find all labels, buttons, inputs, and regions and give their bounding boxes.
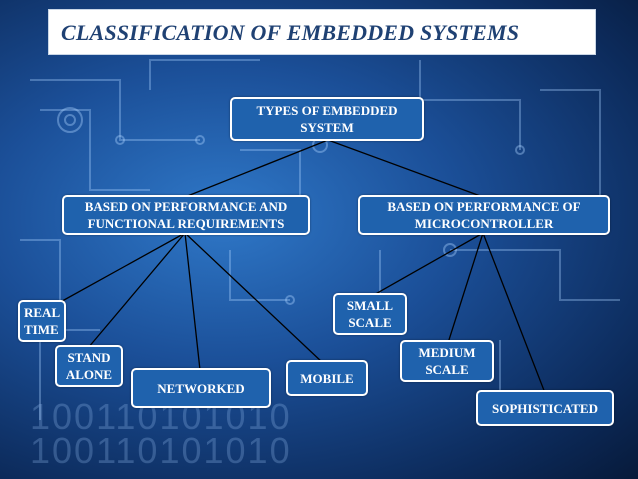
leaf-node-networked: NETWORKED <box>131 368 271 408</box>
leaf-node-sophisticated: SOPHISTICATED <box>476 390 614 426</box>
leaf-node-real-time: REAL TIME <box>18 300 66 342</box>
leaf-node-mobile: MOBILE <box>286 360 368 396</box>
title-banner: CLASSIFICATION OF EMBEDDED SYSTEMS <box>48 9 596 55</box>
leaf-node-small-scale: SMALL SCALE <box>333 293 407 335</box>
page-title: CLASSIFICATION OF EMBEDDED SYSTEMS <box>61 20 520 45</box>
root-node: TYPES OF EMBEDDED SYSTEM <box>230 97 424 141</box>
branch-node-performance-functional: BASED ON PERFORMANCE AND FUNCTIONAL REQU… <box>62 195 310 235</box>
branch-node-microcontroller: BASED ON PERFORMANCE OF MICROCONTROLLER <box>358 195 610 235</box>
binary-watermark-line-2: 100110101010 <box>30 430 292 471</box>
leaf-node-stand-alone: STAND ALONE <box>55 345 123 387</box>
leaf-node-medium-scale: MEDIUM SCALE <box>400 340 494 382</box>
